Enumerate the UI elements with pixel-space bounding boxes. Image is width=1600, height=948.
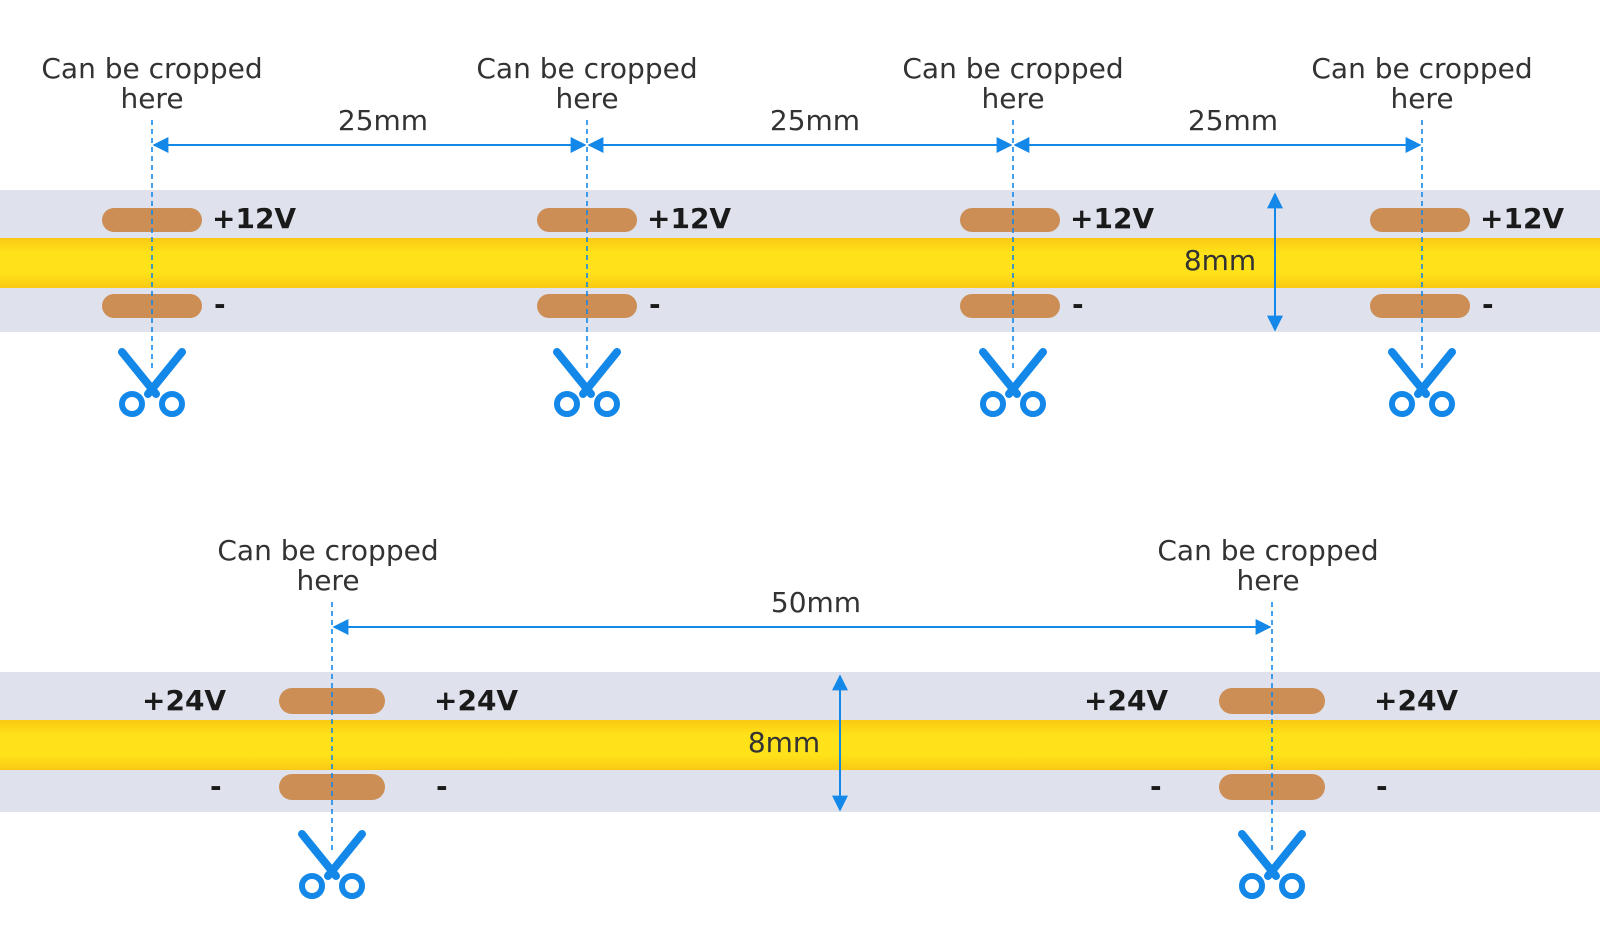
positive-label: +12V — [1070, 202, 1155, 235]
negative-label: - — [210, 770, 222, 803]
positive-label: +12V — [212, 202, 297, 235]
negative-label: - — [1376, 770, 1388, 803]
cut-lines-24v — [331, 602, 1273, 854]
scissors-icon — [983, 352, 1043, 414]
led-band-24v — [0, 720, 1600, 770]
positive-label: +24V — [434, 684, 519, 717]
negative-label: - — [436, 770, 448, 803]
width-label: 8mm — [747, 726, 821, 759]
positive-label: +24V — [1084, 684, 1169, 717]
positive-label: +24V — [142, 684, 227, 717]
positive-label: +12V — [647, 202, 732, 235]
cut-lines-12v — [151, 120, 1423, 372]
negative-label: - — [649, 288, 661, 321]
scissors-icon — [557, 352, 617, 414]
negative-label: - — [1072, 288, 1084, 321]
strip-24v-graphic — [0, 602, 1600, 932]
negative-label: - — [1150, 770, 1162, 803]
positive-label: +24V — [1374, 684, 1459, 717]
negative-label: - — [214, 288, 226, 321]
led-band-12v — [0, 238, 1600, 288]
spacing-label: 25mm — [337, 104, 429, 137]
positive-label: +12V — [1480, 202, 1565, 235]
scissors-icon — [1392, 352, 1452, 414]
spacing-label: 25mm — [769, 104, 861, 137]
solder-pads-12v — [102, 208, 1470, 318]
scissors-icon — [122, 352, 182, 414]
spacing-label: 50mm — [770, 586, 862, 619]
scissors-icon — [1242, 834, 1302, 896]
negative-label: - — [1482, 288, 1494, 321]
width-label: 8mm — [1183, 244, 1257, 277]
spacing-label: 25mm — [1187, 104, 1279, 137]
strip-12v-graphic — [0, 120, 1600, 466]
scissors-icon — [302, 834, 362, 896]
